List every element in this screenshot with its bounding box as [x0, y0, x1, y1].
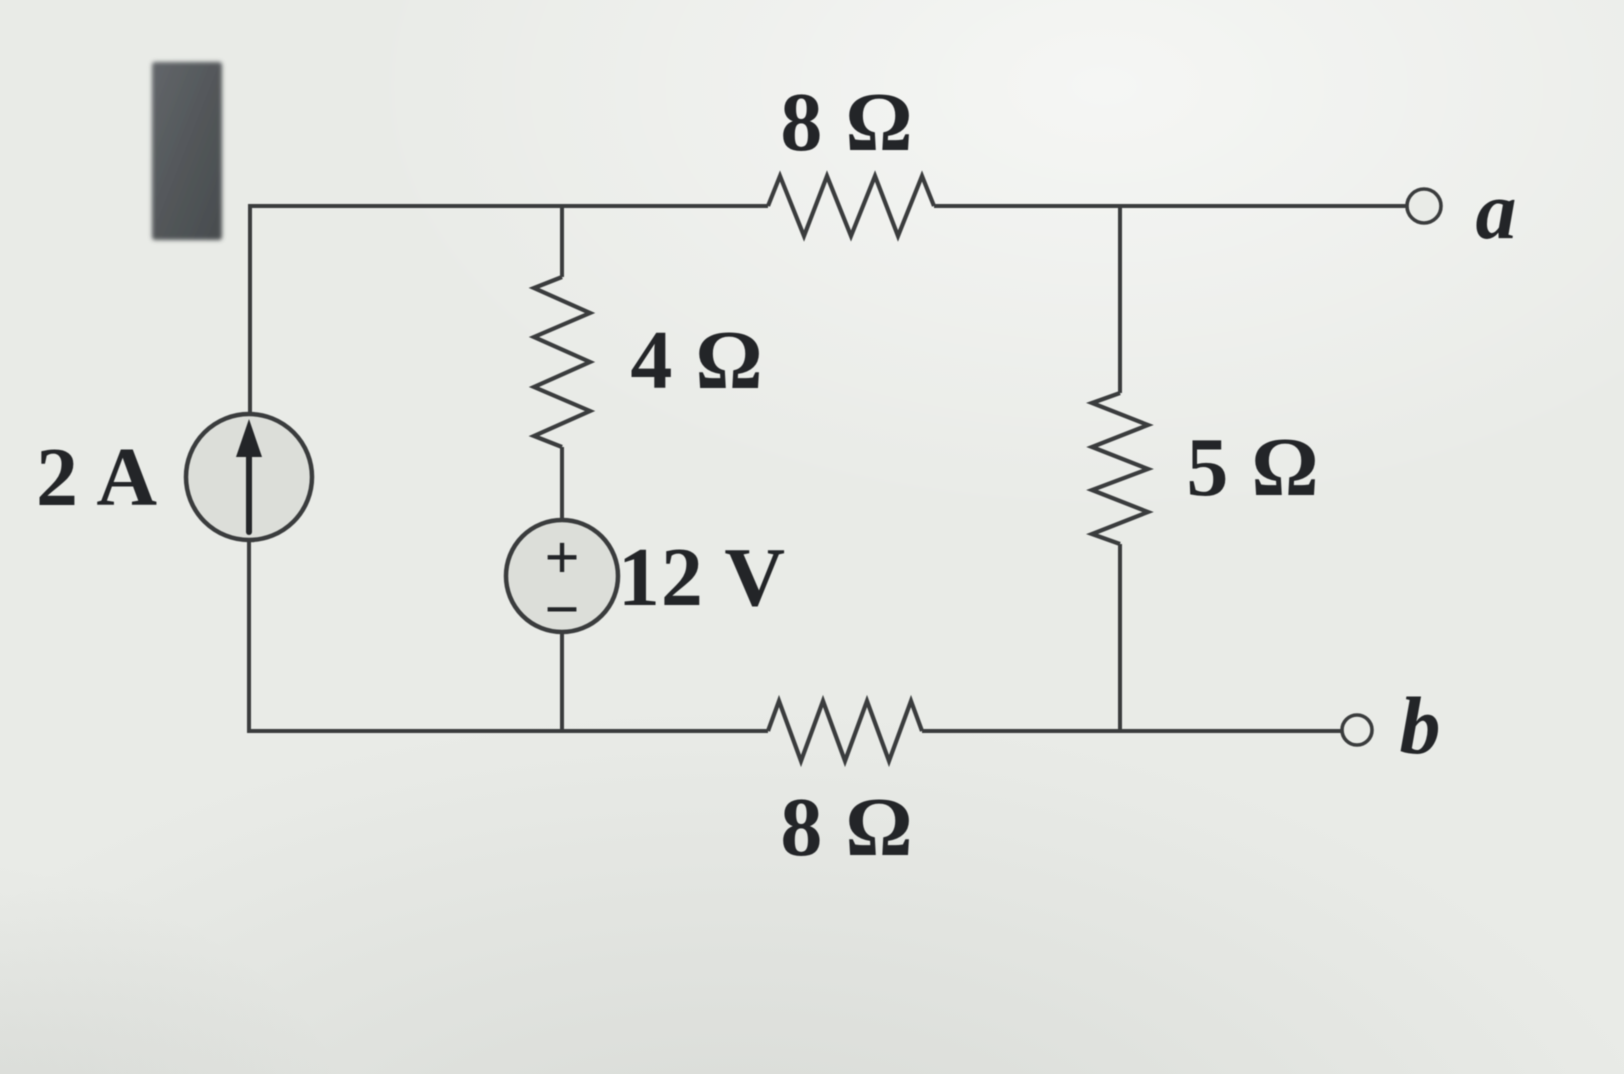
wires: [247, 204, 1406, 733]
current-source-label: 2 A: [36, 431, 158, 524]
terminal-b-node: [1340, 713, 1374, 747]
resistor-bottom-zigzag: [766, 694, 924, 768]
minus-sign: −: [544, 576, 579, 644]
resistor-bottom-label: 8 Ω: [780, 781, 913, 874]
resistor-top-label: 8 Ω: [780, 76, 913, 169]
current-source: [183, 411, 315, 543]
voltage-source: + −: [503, 517, 621, 644]
terminal-b-label: b: [1400, 680, 1441, 771]
redaction-mark: [152, 62, 222, 240]
terminal-a-node: [1405, 187, 1443, 225]
resistor-middle-label: 4 Ω: [630, 314, 763, 407]
plus-sign: +: [544, 524, 579, 592]
terminal-a-label: a: [1476, 165, 1517, 256]
resistor-right-zigzag: [1086, 391, 1154, 546]
up-arrow-icon: [236, 419, 262, 457]
resistor-right-label: 5 Ω: [1186, 421, 1319, 514]
resistor-middle-zigzag: [528, 275, 596, 449]
voltage-source-circle: [503, 517, 621, 635]
resistor-top-zigzag: [766, 170, 936, 242]
voltage-source-label: 12 V: [618, 531, 786, 624]
